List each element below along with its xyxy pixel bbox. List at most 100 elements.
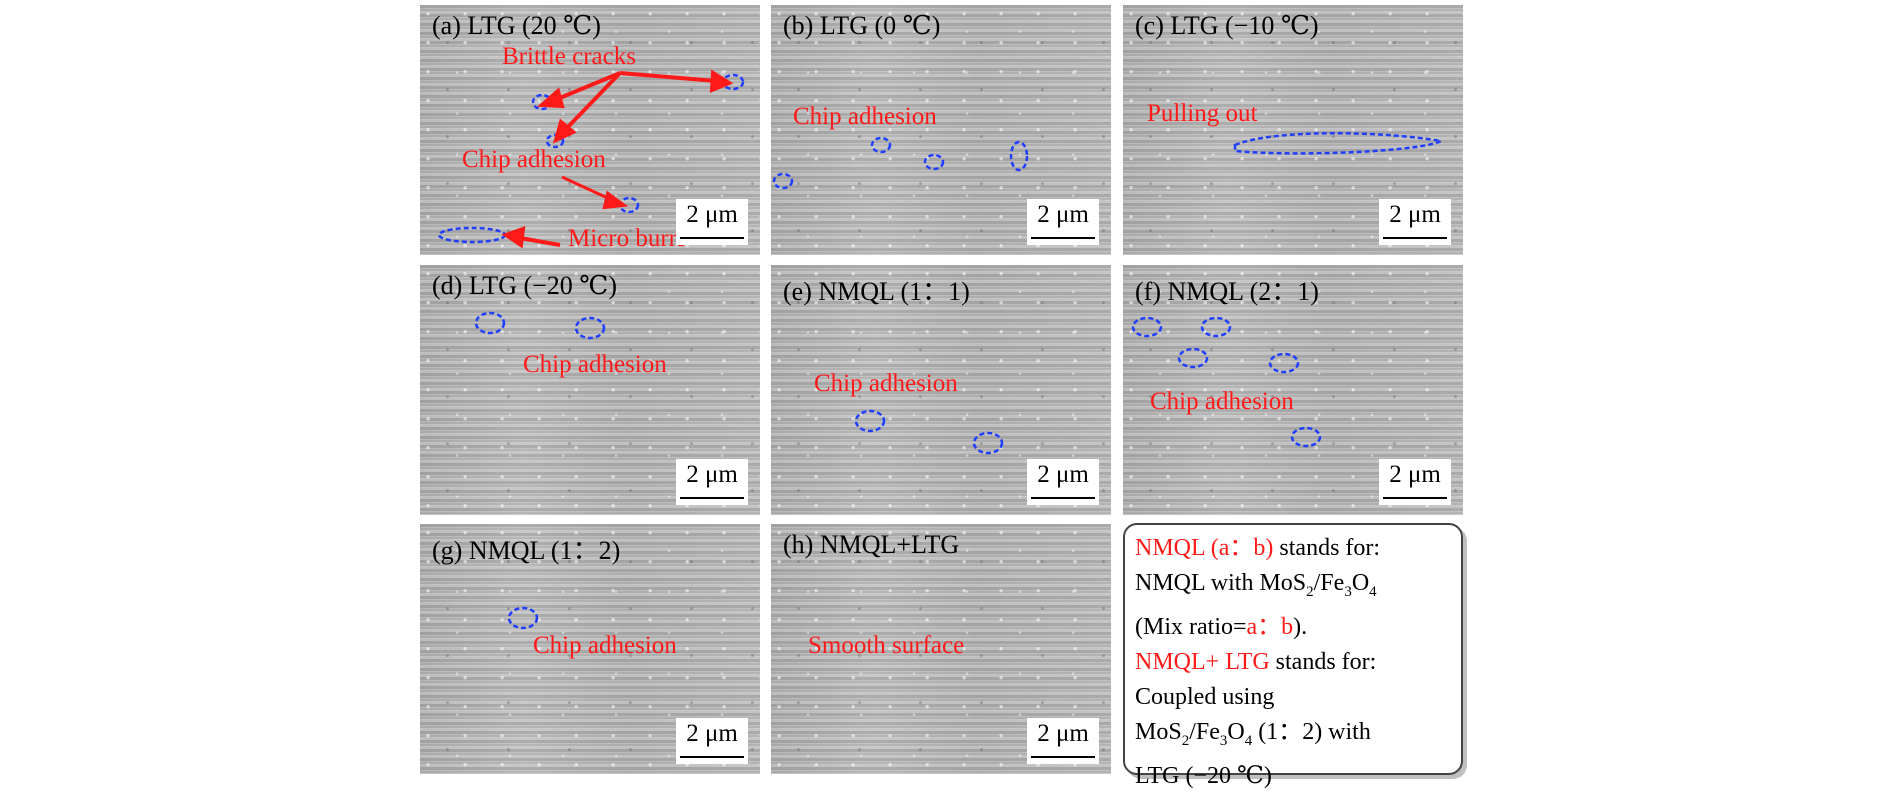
sem-panel-h: (h) NMQL+LTG Smooth surface 2 μm [771,524,1111,774]
legend-line: LTG (−20 ℃) [1135,759,1451,794]
arrow-head [602,190,629,210]
marked-region [1131,316,1163,338]
legend-subscript: 4 [1244,732,1253,749]
legend-text: MoS [1135,718,1182,745]
legend-line: MoS2/Fe3O4 (1：2) with [1135,715,1451,759]
legend-text: (Mix ratio= [1135,613,1247,640]
marked-region [1268,352,1300,374]
marked-region [870,136,892,154]
scale-bar: 2 μm [1027,199,1099,245]
panel-label: (h) NMQL+LTG [783,530,960,559]
annotation-overlay-d [474,311,606,340]
marked-region [854,409,886,433]
scale-line [1031,497,1095,499]
scale-label: 2 μm [1037,720,1089,747]
annotation-overlay-f [1131,316,1322,448]
scale-bar: 2 μm [1027,459,1099,505]
legend-subscript: 3 [1219,732,1228,749]
legend-text: Coupled using [1135,683,1275,710]
annotation-overlay-c [1233,131,1445,155]
arrow [554,71,621,102]
marked-region [437,226,507,244]
annotation-label: Brittle cracks [502,43,636,70]
arrow [561,175,613,202]
legend-term: a：b [1246,613,1294,640]
panel-label: (c) LTG (−10 ℃) [1135,11,1319,40]
arrow-head [552,118,577,144]
annotation-label: Chip adhesion [793,103,937,130]
legend-text: O [1227,718,1245,745]
panel-label: (g) NMQL (1：2) [432,536,621,565]
annotation-label: Pulling out [1147,100,1258,127]
marked-region [1200,316,1232,338]
scale-bar: 2 μm [676,199,748,245]
legend-line: NMQL (a：b) stands for: [1135,531,1451,566]
scale-line [680,237,744,239]
scale-line [1383,237,1447,239]
scale-bar: 2 μm [676,718,748,764]
legend-subscript: 2 [1306,583,1314,600]
scale-line [1031,237,1095,239]
legend-term: NMQL (a：b) [1135,535,1274,561]
marked-region [772,172,794,190]
annotation-label: Chip adhesion [814,370,958,397]
marked-region [1009,140,1029,172]
marked-region [574,316,606,340]
scale-label: 2 μm [1389,461,1441,488]
scale-line [1383,497,1447,499]
legend-term: NMQL+ LTG [1135,648,1270,675]
marked-region [972,431,1004,455]
legend-text: /Fe [1313,570,1345,596]
sem-panel-g: (g) NMQL (1：2) Chip adhesion 2 μm [420,524,760,774]
legend-line: (Mix ratio=a：b). [1135,610,1451,645]
annotation-label: Smooth surface [808,632,965,659]
marked-region [1177,347,1209,369]
scale-bar: 2 μm [1027,718,1099,764]
arrow-head [501,226,526,249]
legend-subscript: 3 [1344,583,1352,600]
sem-panel-b: (b) LTG (0 ℃) Chip adhesion 2 μm [771,5,1111,255]
scale-label: 2 μm [1037,461,1089,488]
marked-region [474,311,506,335]
marked-region [1290,426,1322,448]
legend-text: /Fe [1189,718,1220,745]
arrow [619,71,717,83]
legend-subscript: 2 [1181,732,1190,749]
legend-line: NMQL+ LTG stands for: [1135,645,1451,680]
marked-region [507,606,539,630]
sem-panel-c: (c) LTG (−10 ℃) Pulling out 2 μm [1123,5,1463,255]
panel-label: (b) LTG (0 ℃) [783,11,941,40]
legend-text: stands for: [1273,535,1381,561]
sem-panel-d: (d) LTG (−20 ℃) Chip adhesion 2 μm [420,265,760,515]
scale-label: 2 μm [1389,201,1441,228]
panel-label: (e) NMQL (1：1) [783,277,970,306]
annotation-label: Chip adhesion [1150,388,1294,415]
legend-subscript: 4 [1369,583,1377,600]
scale-bar: 2 μm [676,459,748,505]
scale-line [680,756,744,758]
marked-region [545,133,565,149]
marked-region [923,153,945,171]
marked-region [1233,131,1445,155]
panel-label: (d) LTG (−20 ℃) [432,271,618,300]
arrow-head [536,87,565,109]
legend-text: stands for: [1269,648,1377,675]
legend-text: O [1351,570,1370,596]
scale-label: 2 μm [686,461,738,488]
arrow [563,71,622,132]
legend-text: ). [1293,613,1308,640]
annotation-overlay-a [437,69,745,249]
scale-bar: 2 μm [1379,459,1451,505]
annotation-overlay-g [507,606,539,630]
legend-text: NMQL with MoS [1135,570,1307,596]
arrow [519,236,561,247]
legend-box: NMQL (a：b) stands for: NMQL with MoS2/Fe… [1123,523,1463,789]
panel-label: (f) NMQL (2：1) [1135,277,1319,306]
scale-label: 2 μm [686,201,738,228]
scale-line [680,497,744,499]
legend-line: NMQL with MoS2/Fe3O4 [1135,566,1451,610]
annotation-label: Chip adhesion [523,351,667,378]
legend-line: Coupled using [1135,680,1451,715]
arrow-head [709,69,734,94]
annotation-label: Chip adhesion [533,632,677,659]
